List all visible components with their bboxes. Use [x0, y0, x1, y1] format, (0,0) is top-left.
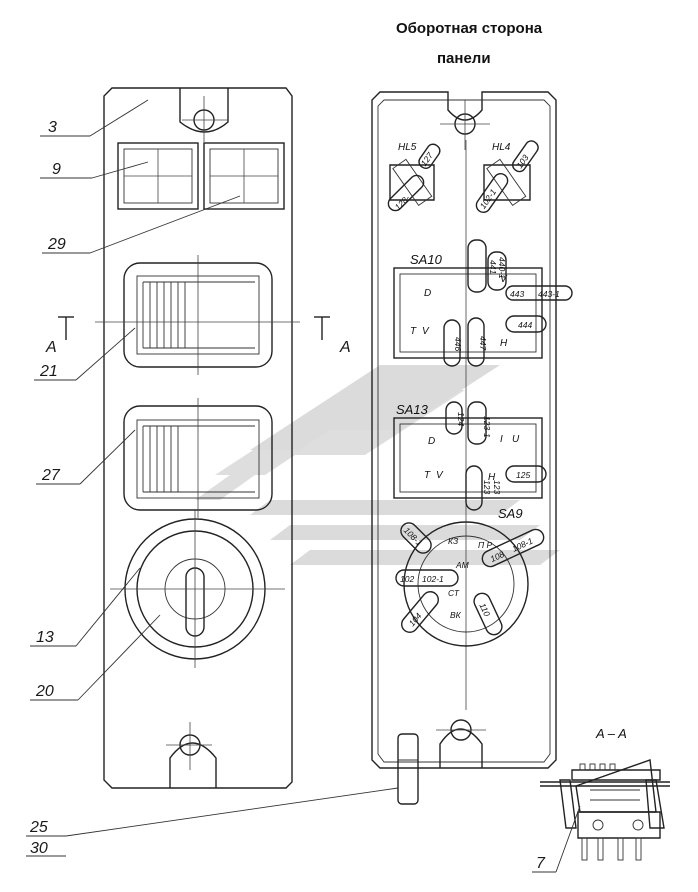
lamp-window-right [203, 142, 285, 210]
front-panel: A A [45, 87, 351, 789]
svg-text:D: D [428, 436, 435, 447]
svg-text:П Р: П Р [478, 540, 493, 550]
wire-102 [395, 569, 459, 587]
wire-108 [481, 528, 545, 568]
section-view-label: A – A [595, 726, 627, 741]
svg-text:T: T [410, 326, 417, 337]
wire-104 [401, 591, 439, 633]
svg-text:102: 102 [400, 574, 414, 584]
callout-21: 21 [39, 363, 58, 380]
back-panel: HL5 128- 127 HL4 102-1 103 SA10 D T V V … [371, 91, 573, 805]
callout-13: 13 [36, 629, 54, 646]
svg-text:H: H [500, 338, 508, 349]
rocker-ribs-21 [142, 281, 255, 349]
wire-440-1 [487, 251, 507, 291]
svg-text:ВК: ВК [450, 610, 462, 620]
callout-9: 9 [52, 161, 61, 178]
svg-text:D: D [424, 288, 431, 299]
wire-124 [445, 401, 463, 435]
callout-27: 27 [41, 467, 61, 484]
wire-108-1 [400, 522, 432, 554]
callout-25: 25 [29, 819, 48, 836]
svg-text:102-1: 102-1 [422, 574, 444, 584]
svg-text:V: V [500, 274, 508, 285]
wire-110 [473, 592, 503, 636]
wire-441 [467, 239, 487, 293]
svg-text:102-1: 102-1 [478, 187, 499, 211]
wire-444 [505, 315, 547, 333]
svg-text:T: T [424, 470, 431, 481]
title-line-1: Оборотная сторона [396, 20, 543, 37]
svg-text:I: I [500, 434, 503, 445]
svg-text:V: V [436, 470, 444, 481]
callout-29: 29 [47, 236, 66, 253]
svg-text:АМ: АМ [455, 560, 470, 570]
lamp-window-left [117, 142, 199, 210]
svg-text:440-1: 440-1 [497, 257, 507, 279]
callout-7: 7 [536, 855, 546, 872]
callouts: 3 9 29 21 27 13 20 25 30 [26, 99, 399, 857]
svg-text:443: 443 [510, 289, 524, 299]
wire-446 [443, 319, 461, 367]
svg-text:H: H [488, 472, 496, 483]
svg-text:123: 123 [482, 480, 492, 494]
svg-text:128-: 128- [393, 193, 412, 212]
svg-text:103: 103 [514, 153, 530, 171]
svg-text:125: 125 [516, 470, 530, 480]
section-mark-left: A [45, 339, 57, 356]
wire-123 [465, 465, 483, 511]
svg-text:444: 444 [518, 320, 532, 330]
svg-text:СТ: СТ [448, 588, 460, 598]
section-view: A – A 7 [532, 726, 670, 873]
svg-text:V: V [422, 326, 430, 337]
callout-3: 3 [48, 119, 57, 136]
svg-text:441: 441 [488, 260, 498, 274]
svg-text:U: U [512, 434, 520, 445]
svg-text:КЗ: КЗ [448, 536, 459, 546]
connector-plug [397, 733, 419, 805]
callout-30: 30 [30, 840, 48, 857]
label-sa10: SA10 [410, 252, 443, 267]
switch-sa9 [403, 521, 529, 647]
wire-447 [467, 317, 485, 367]
label-hl5: HL5 [398, 142, 417, 153]
svg-text:123: 123 [492, 480, 502, 494]
watermark-logo [195, 365, 560, 565]
wire-123-1 [467, 401, 487, 445]
label-sa13: SA13 [396, 402, 429, 417]
svg-text:446: 446 [453, 337, 463, 351]
label-sa9: SA9 [498, 506, 523, 521]
wire-443 [505, 285, 573, 301]
svg-text:124: 124 [456, 412, 466, 426]
section-pins [581, 837, 642, 861]
title-line-2: панели [437, 50, 491, 67]
wire-125 [505, 465, 547, 483]
svg-text:447: 447 [478, 336, 488, 350]
section-mark-right: A [339, 339, 351, 356]
svg-text:123-1: 123-1 [482, 416, 492, 438]
callout-20: 20 [35, 683, 54, 700]
svg-text:443-1: 443-1 [538, 289, 560, 299]
rocker-ribs-27 [142, 425, 255, 493]
label-hl4: HL4 [492, 142, 511, 153]
